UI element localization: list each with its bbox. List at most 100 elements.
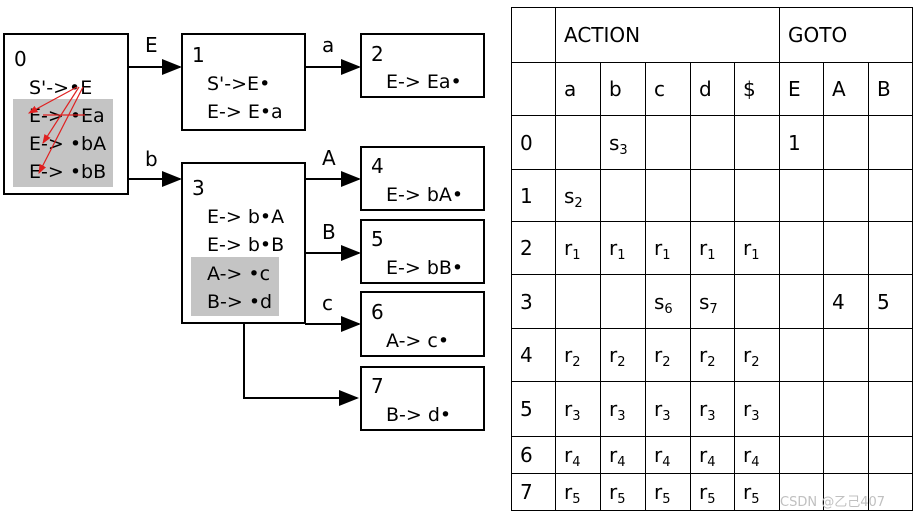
goto-cell	[779, 328, 824, 382]
action-cell	[600, 169, 646, 222]
state-cell: 3	[511, 274, 556, 329]
action-cell: r1	[690, 221, 735, 275]
state-4: 4 E-> bA•	[360, 146, 485, 211]
action-cell	[555, 115, 601, 170]
edge-label-3-4: A	[322, 146, 336, 170]
action-cell: r4	[600, 436, 646, 474]
goto-cell: 5	[868, 274, 913, 329]
action-cell: r3	[555, 381, 601, 437]
lr-item: E-> Ea•	[386, 71, 462, 93]
column-header: A	[823, 62, 869, 116]
goto-cell	[868, 436, 913, 474]
goto-cell	[868, 221, 913, 275]
action-header: ACTION	[555, 7, 780, 63]
state-number: 5	[371, 227, 384, 251]
action-cell: r5	[734, 473, 780, 511]
corner-cell	[511, 7, 556, 63]
state-number: 6	[371, 300, 384, 324]
lr-item: E-> bA•	[386, 184, 464, 206]
lr-item: E-> bB•	[386, 257, 464, 279]
goto-cell	[868, 169, 913, 222]
lr-item: E-> •Ea	[29, 105, 105, 127]
lr-item: E-> b•B	[207, 234, 285, 256]
action-cell: r4	[555, 436, 601, 474]
goto-cell	[779, 381, 824, 437]
closure-highlight	[13, 99, 113, 187]
action-cell: r1	[600, 221, 646, 275]
column-header: E	[779, 62, 824, 116]
action-cell: s3	[600, 115, 646, 170]
state-number: 4	[371, 154, 384, 178]
action-cell	[600, 274, 646, 329]
goto-cell	[823, 169, 869, 222]
state-1: 1 S'->E• E-> E•a	[181, 33, 306, 131]
state-cell: 1	[511, 169, 556, 222]
action-cell: r1	[555, 221, 601, 275]
action-cell: r1	[734, 221, 780, 275]
lr-item: B-> •d	[207, 291, 273, 313]
action-cell: r3	[734, 381, 780, 437]
action-cell: s6	[645, 274, 691, 329]
action-cell	[645, 169, 691, 222]
action-cell	[734, 115, 780, 170]
action-cell: r5	[645, 473, 691, 511]
lr-item: A-> •c	[207, 263, 271, 285]
action-cell	[555, 274, 601, 329]
action-cell: r2	[600, 328, 646, 382]
action-cell: r2	[734, 328, 780, 382]
state-number: 2	[371, 42, 384, 66]
state-number: 7	[371, 374, 384, 398]
goto-cell	[779, 436, 824, 474]
closure-arrows	[27, 86, 85, 175]
state-3: 3 E-> b•A E-> b•B A-> •c B-> •d	[181, 162, 306, 324]
goto-cell	[823, 115, 869, 170]
action-cell	[734, 169, 780, 222]
action-cell: r5	[600, 473, 646, 511]
action-cell: s2	[555, 169, 601, 222]
watermark: CSDN @乙己407	[780, 495, 886, 510]
goto-cell: 1	[779, 115, 824, 170]
action-cell: r4	[734, 436, 780, 474]
state-cell: 7	[511, 473, 556, 511]
goto-cell	[779, 473, 824, 511]
action-cell: r2	[555, 328, 601, 382]
column-header: b	[600, 62, 646, 116]
action-cell	[690, 169, 735, 222]
goto-cell	[868, 328, 913, 382]
corner-cell	[511, 62, 556, 116]
action-cell: s7	[690, 274, 735, 329]
state-number: 3	[192, 176, 205, 200]
column-header: a	[555, 62, 601, 116]
action-cell: r4	[690, 436, 735, 474]
state-number: 1	[192, 43, 205, 67]
lr-item: E-> •bB	[29, 161, 107, 183]
goto-cell	[779, 169, 824, 222]
action-cell: r4	[645, 436, 691, 474]
goto-cell	[823, 381, 869, 437]
action-cell: r2	[690, 328, 735, 382]
state-cell: 4	[511, 328, 556, 382]
state-cell: 2	[511, 221, 556, 275]
goto-header: GOTO	[779, 7, 913, 63]
edges-layer	[128, 59, 361, 406]
lr-item: S'->•E	[29, 77, 93, 99]
table-row: 0 s3 1	[511, 115, 913, 170]
goto-cell	[823, 328, 869, 382]
state-cell: 0	[511, 115, 556, 170]
goto-cell	[868, 115, 913, 170]
action-cell: r1	[645, 221, 691, 275]
goto-cell: 4	[823, 274, 869, 329]
closure-highlight	[191, 257, 279, 316]
action-cell: r2	[645, 328, 691, 382]
goto-cell	[823, 221, 869, 275]
state-7: 7 B-> d•	[360, 366, 485, 431]
symbol-header-row: a b c d $ E A B	[511, 62, 913, 116]
state-cell: 6	[511, 436, 556, 474]
